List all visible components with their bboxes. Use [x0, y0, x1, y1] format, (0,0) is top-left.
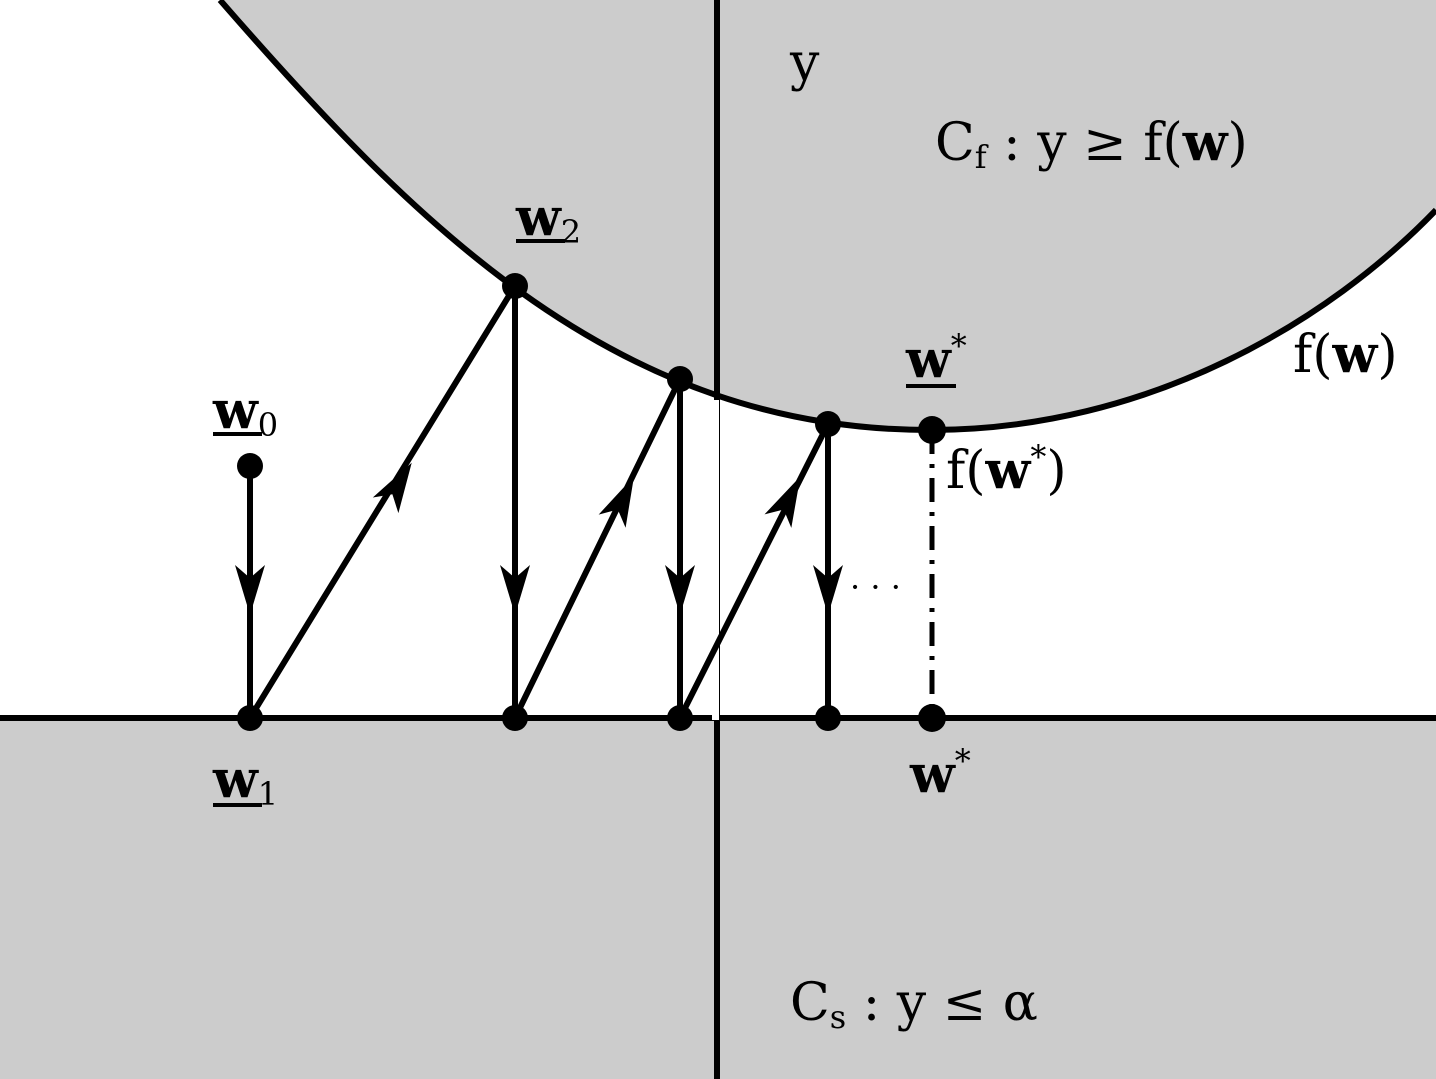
arrow-down-1	[235, 565, 265, 615]
point-w2	[502, 273, 528, 299]
region-cf-epigraph	[220, 0, 1436, 430]
label-set-cf-name: C	[935, 113, 975, 173]
label-set-cs-name: C	[790, 973, 830, 1033]
label-w0-var: w	[212, 380, 259, 441]
label-wstar-top: w*	[905, 327, 967, 390]
point-line-4	[815, 705, 841, 731]
points	[237, 273, 946, 732]
label-set-cs: Cs : y ≤ α	[790, 973, 1038, 1036]
label-set-cf-sub: f	[975, 138, 989, 176]
label-wstar-bottom-sup: *	[955, 742, 971, 780]
label-w0: w0	[212, 380, 278, 444]
label-curve-post: )	[1377, 325, 1397, 385]
point-w0	[237, 453, 263, 479]
segment-w1-w2	[247, 283, 518, 721]
segment-diag-3	[677, 421, 831, 721]
label-curve-pre: f(	[1293, 325, 1333, 385]
label-curve-var: w	[1332, 324, 1379, 385]
arrow-down-3	[665, 565, 695, 615]
point-curve-3	[667, 366, 693, 392]
label-w1: w1	[212, 749, 278, 813]
label-curve-f-w: f(w)	[1293, 324, 1398, 385]
label-w0-sub: 0	[258, 406, 278, 444]
label-w2: w2	[515, 187, 581, 251]
arrow-up-3	[764, 476, 801, 528]
label-w1-sub: 1	[258, 775, 278, 813]
label-set-cs-sub: s	[830, 998, 846, 1036]
label-f-wstar-sup: *	[1030, 438, 1046, 476]
point-line-3	[667, 705, 693, 731]
label-set-cf: Cf : y ≥ f(w)	[935, 112, 1248, 176]
point-curve-4	[815, 411, 841, 437]
point-line-wstar	[918, 704, 946, 732]
label-w1-var: w	[212, 749, 259, 810]
label-set-cf-rest-post: )	[1228, 113, 1248, 173]
point-w1	[237, 705, 263, 731]
segment-diag-2	[512, 376, 683, 721]
label-w2-var: w	[515, 187, 562, 248]
label-wstar-bottom: w*	[909, 742, 971, 805]
label-f-wstar: f(w*)	[946, 438, 1067, 501]
label-set-cf-var: w	[1182, 112, 1229, 173]
label-set-cs-rest: : y ≤ α	[846, 973, 1038, 1033]
curve-f-w	[217, 0, 1436, 434]
arrow-down-4	[813, 565, 843, 615]
label-f-wstar-var: w	[985, 440, 1032, 501]
label-set-cf-rest-pre: : y ≥ f(	[987, 113, 1183, 173]
label-w2-sub: 2	[561, 213, 581, 251]
label-y-axis: y	[789, 33, 820, 93]
label-f-wstar-post: )	[1046, 441, 1066, 501]
point-line-2	[502, 705, 528, 731]
label-wstar-bottom-var: w	[909, 744, 956, 805]
point-curve-wstar	[918, 416, 946, 444]
label-wstar-top-sup: *	[951, 327, 967, 365]
axis-gap	[712, 400, 719, 720]
iteration-segments	[247, 283, 831, 721]
arrowheads	[235, 462, 843, 615]
label-wstar-top-var: w	[905, 329, 952, 390]
arrow-up-2	[598, 476, 635, 528]
arrow-down-2	[500, 565, 530, 615]
arrow-up-1	[372, 462, 412, 514]
ellipsis: · · ·	[850, 568, 901, 606]
label-f-wstar-pre: f(	[946, 441, 986, 501]
